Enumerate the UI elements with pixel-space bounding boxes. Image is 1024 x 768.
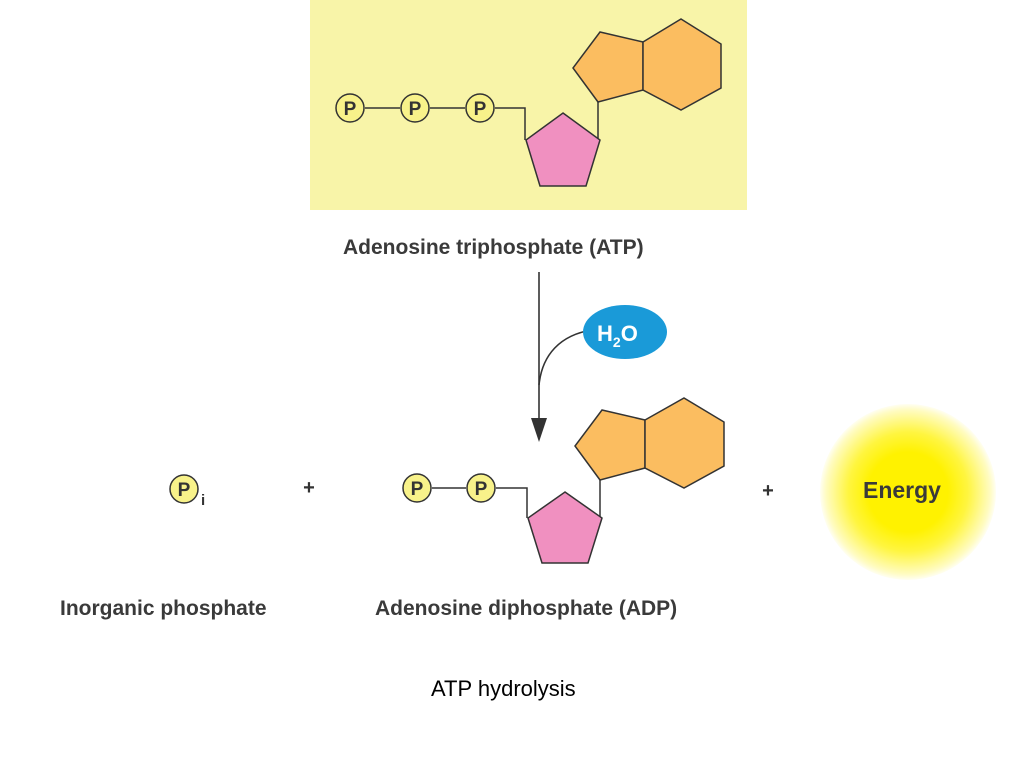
atp-phosphate-1: P (335, 93, 365, 123)
energy-glow (820, 404, 996, 580)
atp-adenine-hexagon (642, 18, 722, 111)
inorganic-phosphate-label: Inorganic phosphate (60, 597, 267, 620)
adp-phosphate-2: P (466, 473, 496, 503)
figure-caption: ATP hydrolysis (431, 676, 576, 701)
reaction-arrow (531, 272, 593, 442)
svg-text:P: P (474, 99, 487, 120)
adp-adenine-hexagon (644, 397, 725, 489)
adp-phosphate-1: P (402, 473, 432, 503)
atp-label: Adenosine triphosphate (ATP) (343, 236, 644, 259)
energy-label: Energy (863, 477, 941, 503)
adp-adenine-pentagon (574, 409, 646, 481)
plus-sign-2: + (762, 480, 774, 502)
svg-text:H2O: H2O (597, 321, 638, 350)
water-molecule: H2O (583, 305, 667, 359)
atp-molecule: P P P (335, 18, 722, 187)
svg-text:i: i (201, 492, 205, 509)
svg-text:P: P (344, 99, 357, 120)
svg-text:P: P (409, 99, 422, 120)
adp-ribose-pentagon (527, 491, 603, 564)
svg-text:P: P (475, 479, 488, 500)
plus-sign-1: + (303, 477, 315, 499)
adp-molecule: P P (402, 397, 725, 564)
atp-phosphate-2: P (400, 93, 430, 123)
atp-adenine-pentagon (572, 31, 644, 103)
svg-text:P: P (411, 479, 424, 500)
adp-label: Adenosine diphosphate (ADP) (375, 597, 678, 620)
atp-ribose-pentagon (525, 112, 601, 187)
svg-text:P: P (178, 480, 191, 501)
atp-phosphate-3: P (465, 93, 495, 123)
inorganic-phosphate: P i (169, 474, 205, 509)
